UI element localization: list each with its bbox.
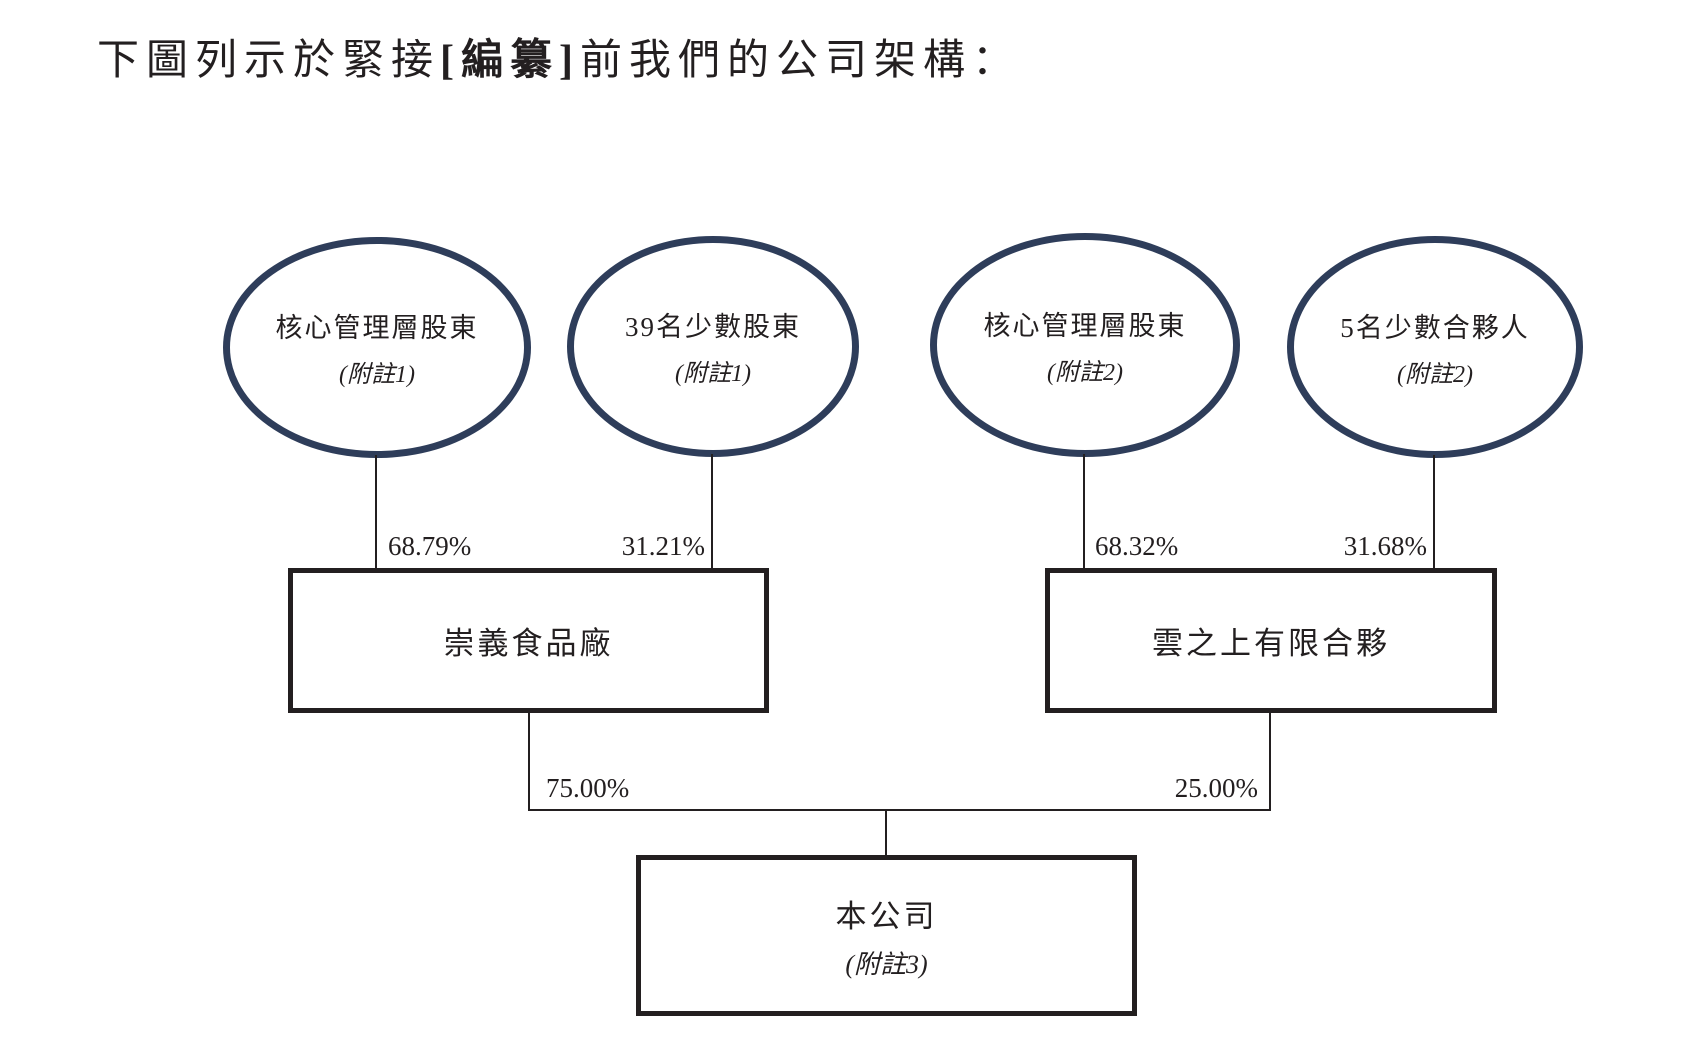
- ownership-percentage: 75.00%: [546, 773, 630, 803]
- connector-line-ellipse1-box1: [375, 455, 377, 568]
- ownership-percentage: 31.21%: [621, 531, 705, 561]
- box-label: 雲之上有限合夥: [1152, 626, 1390, 661]
- ellipse-label: 5名少數合夥人: [1340, 312, 1530, 343]
- connector-line-ellipse3-box2: [1083, 454, 1085, 568]
- box-the-company: 本公司 (附註3): [636, 855, 1137, 1016]
- title-prefix: 下圖列示於緊接: [97, 38, 441, 84]
- connector-line-box1-down: [528, 710, 530, 811]
- box-yunzhishang-limited-partnership: 雲之上有限合夥: [1045, 568, 1497, 713]
- ellipse-core-management-shareholders-1: 核心管理層股東 (附註1): [223, 237, 531, 458]
- ellipse-39-minority-shareholders: 39名少數股東 (附註1): [567, 236, 859, 457]
- ellipse-note: (附註2): [1397, 361, 1473, 388]
- ellipse-label: 核心管理層股東: [275, 313, 479, 343]
- ellipse-5-minority-partners: 5名少數合夥人 (附註2): [1287, 236, 1583, 458]
- connector-line-horizontal: [528, 809, 1271, 811]
- ownership-percentage: 68.79%: [388, 531, 472, 561]
- ellipse-core-management-shareholders-2: 核心管理層股東 (附註2): [930, 233, 1240, 457]
- connector-line-ellipse2-box1: [711, 454, 713, 568]
- title-bracketed-term: [編纂]: [440, 38, 580, 84]
- page-title: 下圖列示於緊接[編纂]前我們的公司架構：: [97, 26, 1021, 87]
- connector-line-to-company: [885, 809, 887, 855]
- box-note: (附註3): [845, 949, 928, 979]
- ellipse-note: (附註2): [1047, 359, 1123, 386]
- ellipse-label: 核心管理層股東: [983, 310, 1187, 341]
- box-label: 崇義食品廠: [443, 626, 614, 661]
- connector-line-ellipse4-box2: [1433, 455, 1435, 568]
- ellipse-note: (附註1): [339, 362, 415, 388]
- connector-line-box2-down: [1269, 710, 1271, 811]
- ownership-percentage: 68.32%: [1095, 531, 1179, 561]
- box-chongyi-food-factory: 崇義食品廠: [288, 568, 769, 713]
- ownership-percentage: 31.68%: [1343, 531, 1427, 561]
- box-label: 本公司: [835, 898, 938, 934]
- ellipse-label: 39名少數股東: [625, 312, 801, 342]
- title-suffix: 前我們的公司架構：: [580, 38, 1022, 84]
- ownership-percentage: 25.00%: [1174, 773, 1258, 803]
- ellipse-note: (附註1): [675, 361, 751, 387]
